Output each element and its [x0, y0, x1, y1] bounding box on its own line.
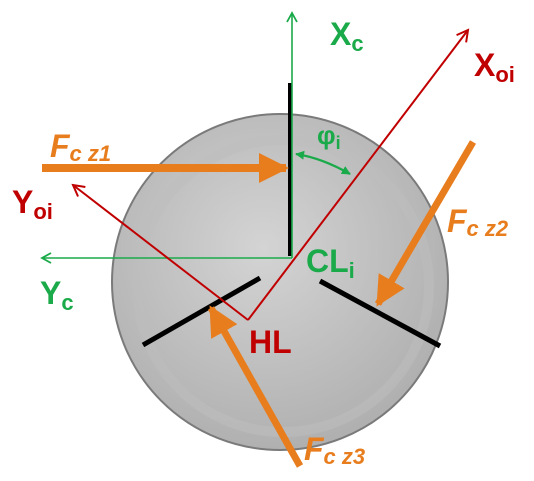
yoi-label: Yoi	[12, 184, 53, 224]
hl-label: HL	[249, 324, 292, 360]
phi-angle-arc	[295, 150, 351, 176]
phi-label: φi	[317, 120, 341, 153]
yoi-axis	[73, 185, 249, 321]
tool-disc	[111, 113, 449, 451]
cutting-edge-3	[141, 275, 262, 348]
xoi-label: Xoi	[474, 47, 515, 87]
fcz2-label: Fc z2	[447, 203, 509, 241]
force-fcz2-arrow	[374, 140, 477, 307]
cutting-edge-2	[318, 278, 442, 349]
yc-label: Yc	[40, 275, 74, 315]
fcz3-label: Fc z3	[304, 431, 365, 469]
fcz1-label: Fc z1	[50, 128, 111, 166]
xc-label: Xc	[330, 16, 364, 56]
xoi-axis	[247, 30, 468, 321]
force-fcz3-arrow	[207, 305, 304, 468]
cl-label: CLi	[306, 243, 355, 283]
